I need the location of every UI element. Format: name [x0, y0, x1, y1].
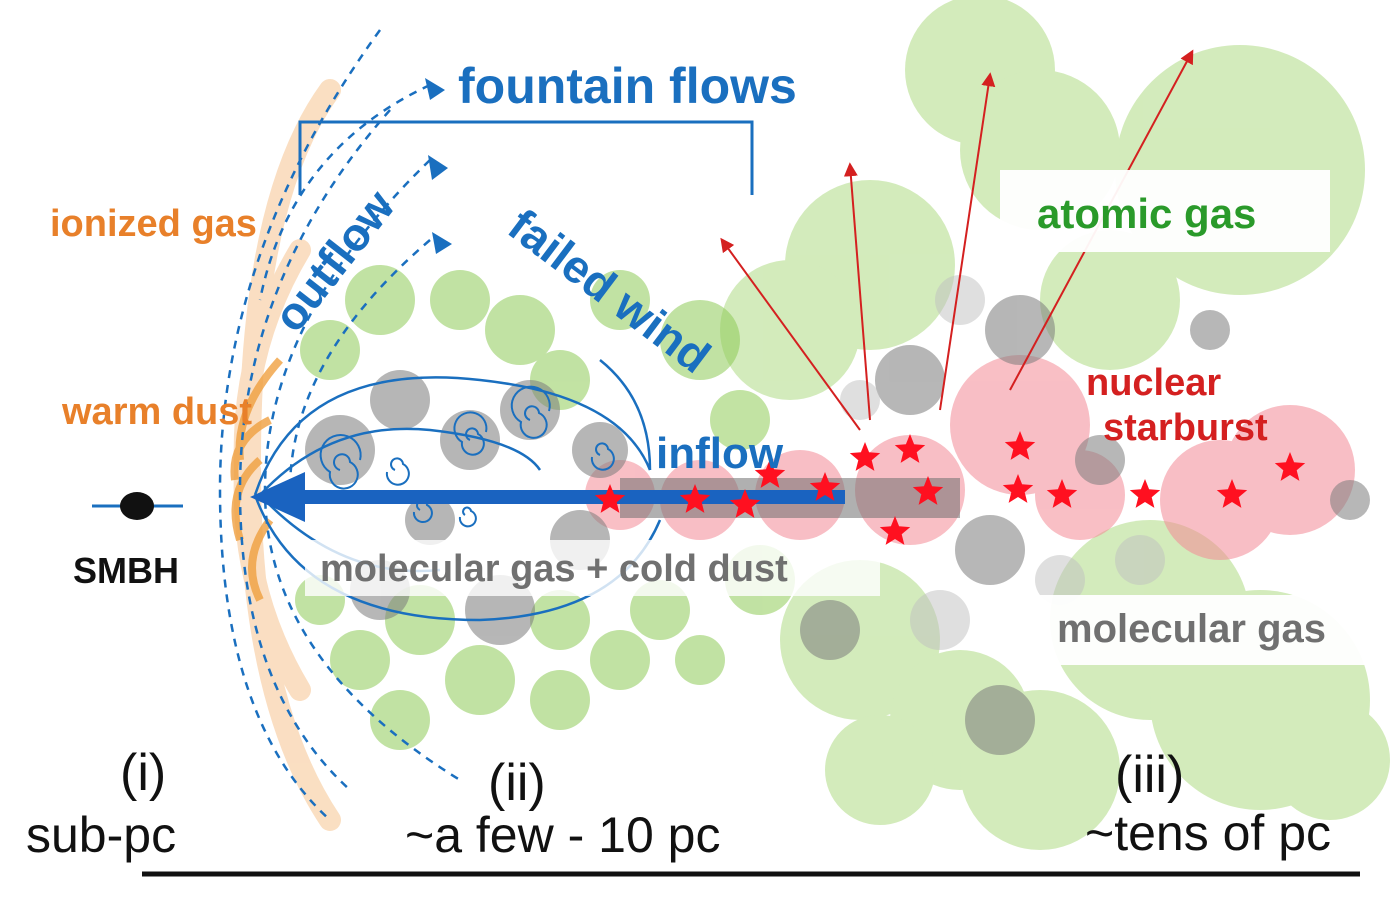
star-icon: [679, 484, 711, 513]
atomic-gas-label: atomic gas: [1037, 190, 1256, 237]
inflow-arrow: [250, 472, 845, 522]
star-icon: [894, 434, 926, 463]
star-icon: [1046, 479, 1078, 508]
star-icon: [849, 442, 881, 471]
ionized-gas-label: ionized gas: [50, 203, 257, 245]
star-icon: [912, 476, 944, 505]
region-iii-label: (iii): [1115, 746, 1184, 804]
star-icon: [754, 459, 786, 488]
atomic-gas-box: [1000, 170, 1330, 252]
fountain-bracket: [298, 120, 754, 195]
nuclear-label: nuclear: [1086, 362, 1221, 404]
molecular-cold-dust-box: [305, 540, 880, 596]
tens-pc-label: ~tens of pc: [1085, 805, 1331, 861]
molecular-gas-label: molecular gas: [1057, 607, 1326, 651]
region-i-label: (i): [120, 744, 166, 802]
star-icon: [809, 472, 841, 501]
dashed-arrowheads: [425, 78, 452, 254]
star-icon: [1274, 452, 1306, 481]
cold-dust-clouds: [305, 295, 1370, 755]
region-ii-label: (ii): [488, 754, 546, 812]
star-icon: [1002, 474, 1034, 503]
star-cluster: [594, 431, 1306, 545]
smbh-label: SMBH: [73, 550, 179, 591]
smbh-symbol: [92, 492, 183, 520]
sub-pc-label: sub-pc: [26, 807, 176, 863]
fountain-flows-label: fountain flows: [458, 58, 797, 114]
inflow-label: inflow: [656, 429, 784, 478]
star-icon: [1216, 479, 1248, 508]
molecular-green-clouds: [295, 265, 795, 750]
star-icon: [729, 489, 761, 518]
few-10-pc-label: ~a few - 10 pc: [405, 807, 720, 863]
warm-dust-arcs: [230, 357, 283, 602]
warm-dust-label: warm dust: [61, 391, 252, 433]
light-gray-clouds: [840, 275, 1165, 650]
star-icon: [1004, 431, 1036, 460]
starburst-label: starburst: [1103, 407, 1268, 449]
star-icon: [879, 516, 911, 545]
molecular-gas-box: [1035, 595, 1385, 665]
turbulent-eddies: [319, 385, 615, 528]
star-icon: [594, 484, 626, 513]
star-icon: [1129, 479, 1161, 508]
molecular-cold-dust-label: molecular gas + cold dust: [320, 548, 788, 590]
